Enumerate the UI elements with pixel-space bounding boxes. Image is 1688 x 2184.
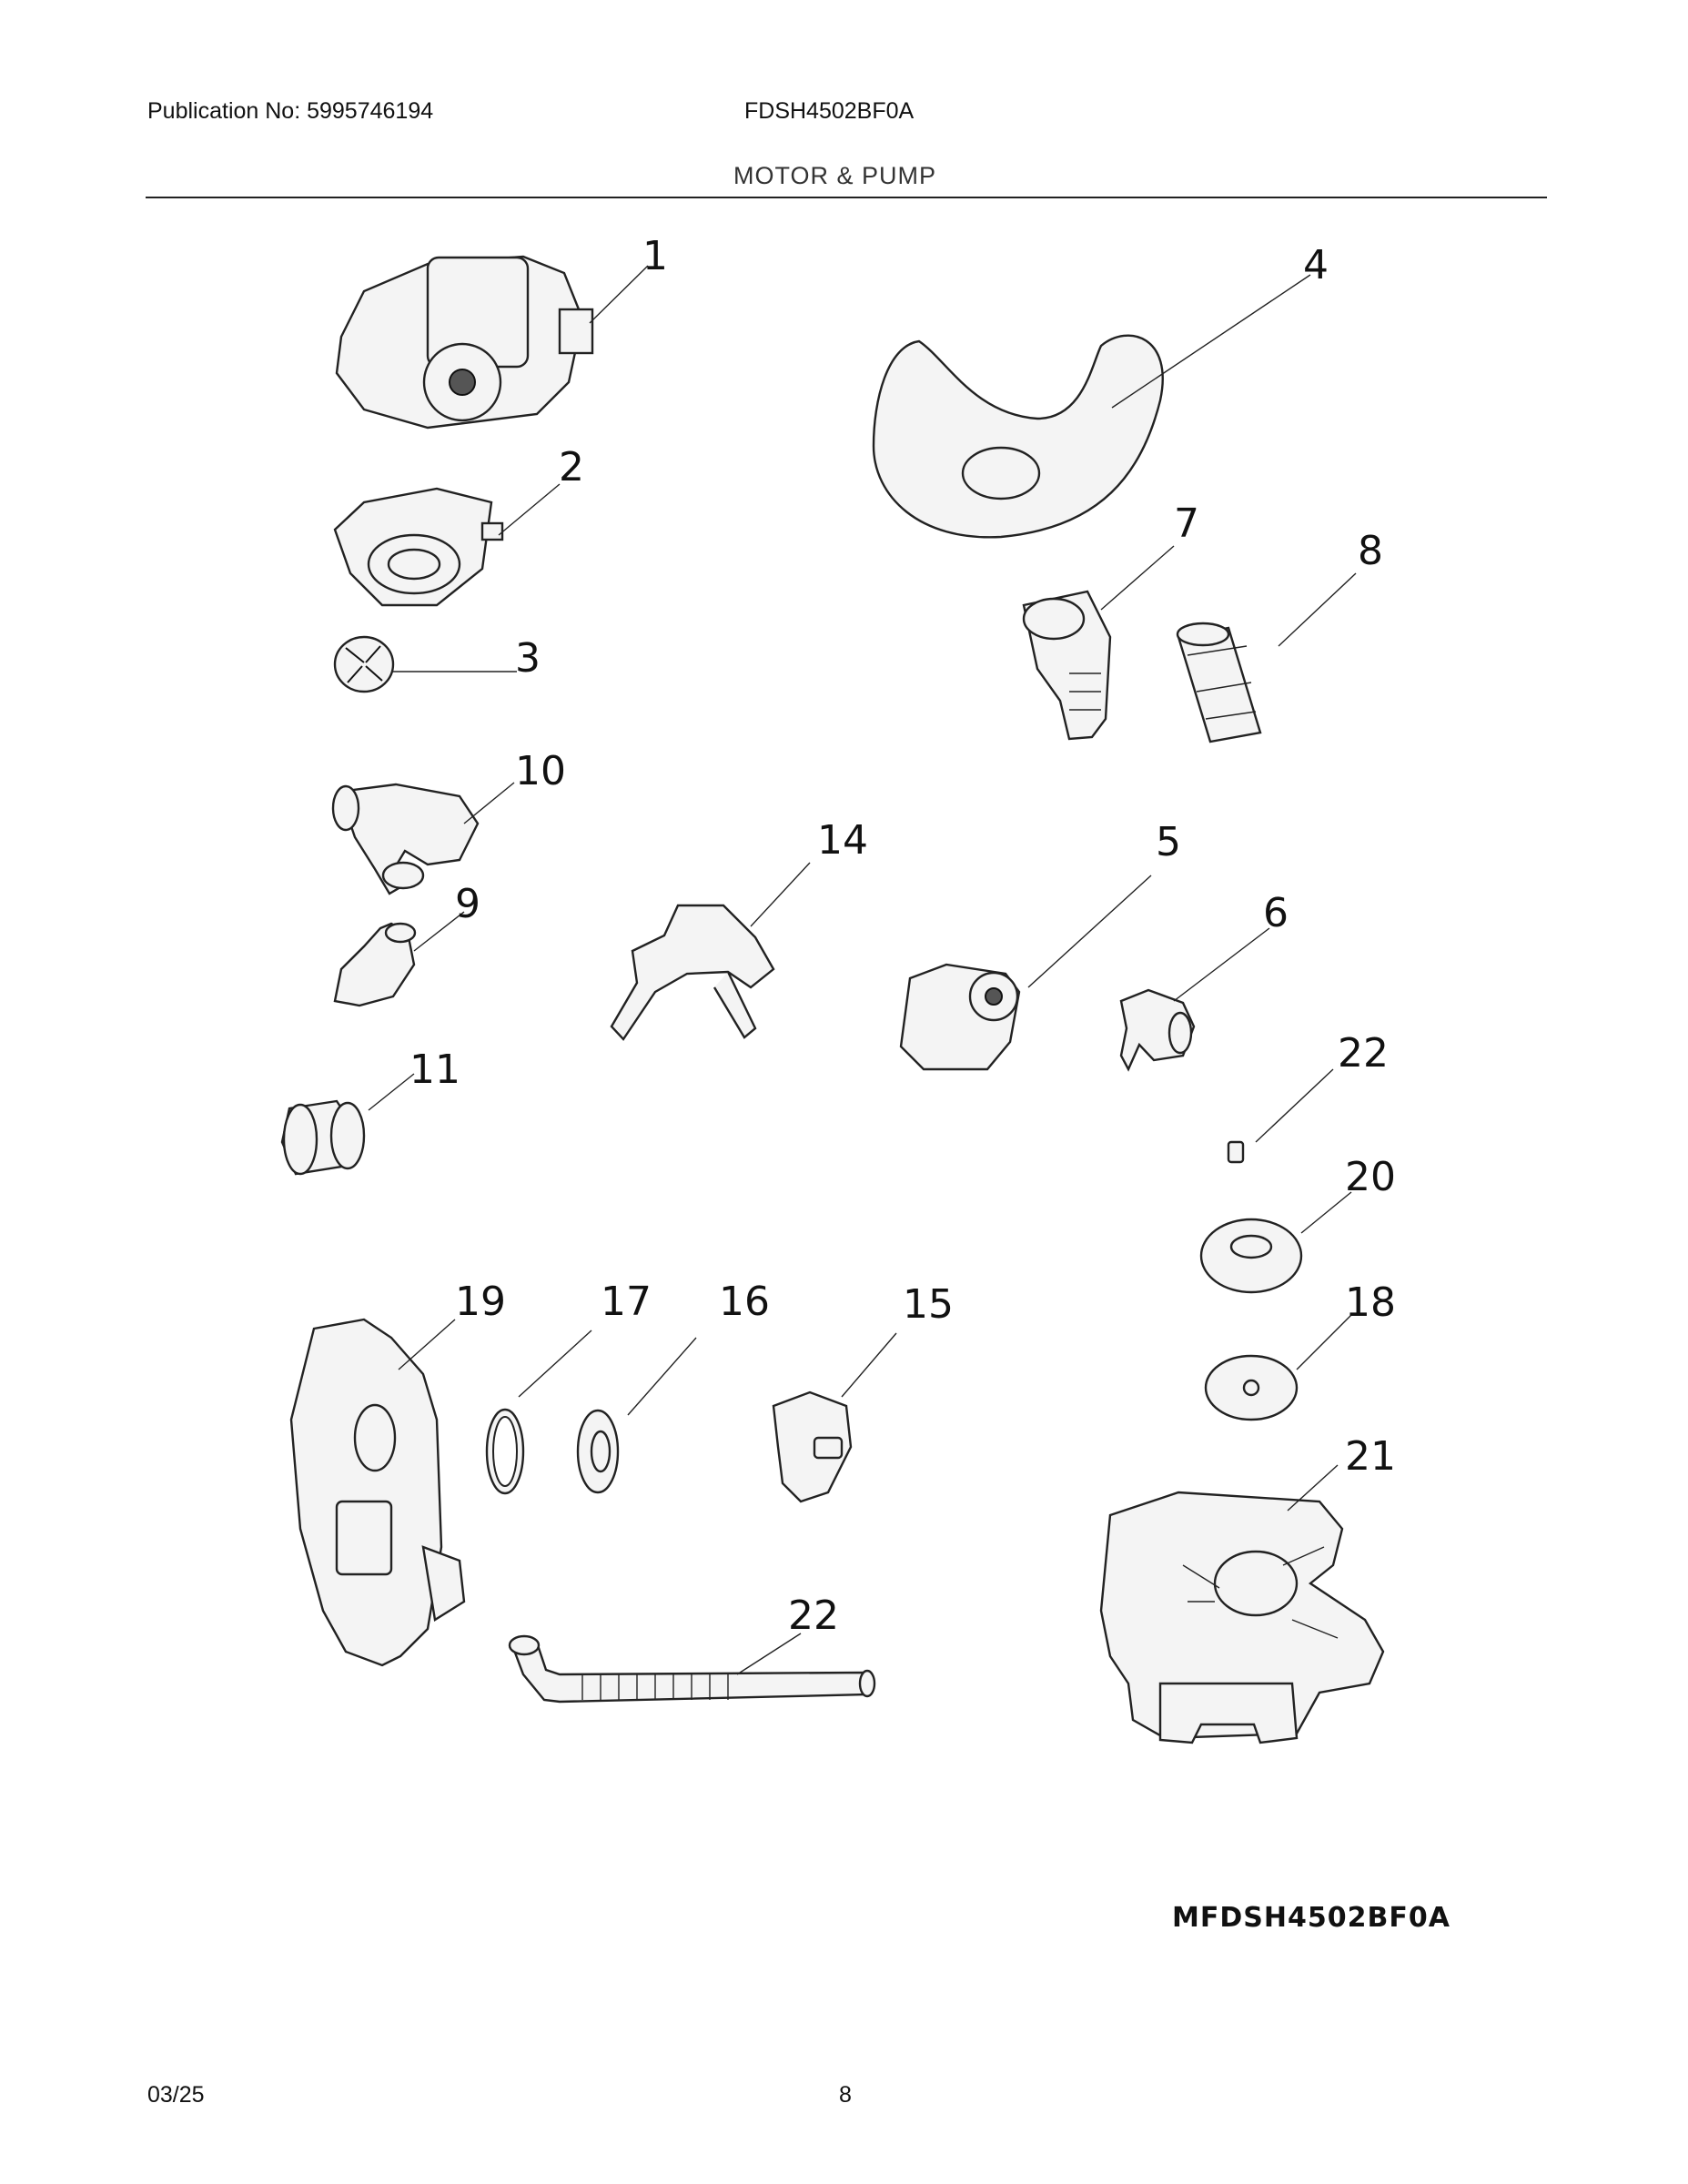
part-10-heater-housing [331,782,515,895]
part-5-drain-pump [899,875,1152,1071]
part-16-o-ring [485,1330,592,1495]
part-1-wash-motor [335,255,649,430]
part-7-filter-assembly [1022,545,1175,741]
part-17-number: 18 [1345,1279,1396,1326]
part-22-drain-hose [508,1633,876,1704]
part-14-turbidity-sensor [772,1332,897,1503]
part-8-number: 8 [1358,528,1383,574]
publication-date: 03/25 [147,2082,205,2108]
part-9-number: 9 [455,881,480,927]
part-15-number: 16 [719,1279,770,1325]
part-15-seal [576,1337,697,1494]
part-19-number: 20 [1345,1154,1396,1200]
part-19-diaphragm-cover [1199,1191,1352,1294]
part-2-number: 2 [559,444,584,490]
part-6-drain-valve [1119,927,1270,1072]
part-3-impeller [333,635,517,693]
part-16-number: 17 [601,1279,652,1325]
part-9-elbow-hose [333,911,465,1007]
part-10-number: 10 [515,748,566,794]
part-11-number: 11 [409,1046,460,1093]
part-5-number: 5 [1156,819,1181,865]
part-17-disc [1204,1314,1352,1421]
part-8-filter-screen [1176,572,1357,743]
part-14-number: 15 [903,1281,954,1328]
part-18-sump-housing [289,1318,466,1667]
section-title: MOTOR & PUMP [733,162,937,189]
part-3-number: 3 [515,635,541,682]
part-11-hose-coupling [280,1073,415,1176]
part-22-number: 22 [788,1592,839,1639]
part-21-screw [1227,1068,1334,1164]
drawing-code: MFDSH4502BF0A [1172,1902,1450,1934]
part-4-filter-plate [872,274,1311,539]
part-7-number: 7 [1174,500,1199,547]
publication-number: Publication No: 5995746194 [147,98,434,124]
part-1-number: 1 [642,233,668,279]
part-13-number: 14 [817,817,868,864]
part-13-motor-bracket [610,862,811,1041]
part-4-number: 4 [1303,242,1329,288]
part-2-pump-housing [333,483,561,607]
part-20-base-tray [1099,1464,1385,1744]
part-6-number: 6 [1263,890,1289,936]
part-18-number: 19 [455,1279,506,1325]
model-number: FDSH4502BF0A [744,98,915,124]
header-divider [146,197,1547,198]
page-number: 8 [839,2082,852,2108]
part-21-number: 22 [1338,1030,1389,1077]
part-20-number: 21 [1345,1433,1396,1480]
